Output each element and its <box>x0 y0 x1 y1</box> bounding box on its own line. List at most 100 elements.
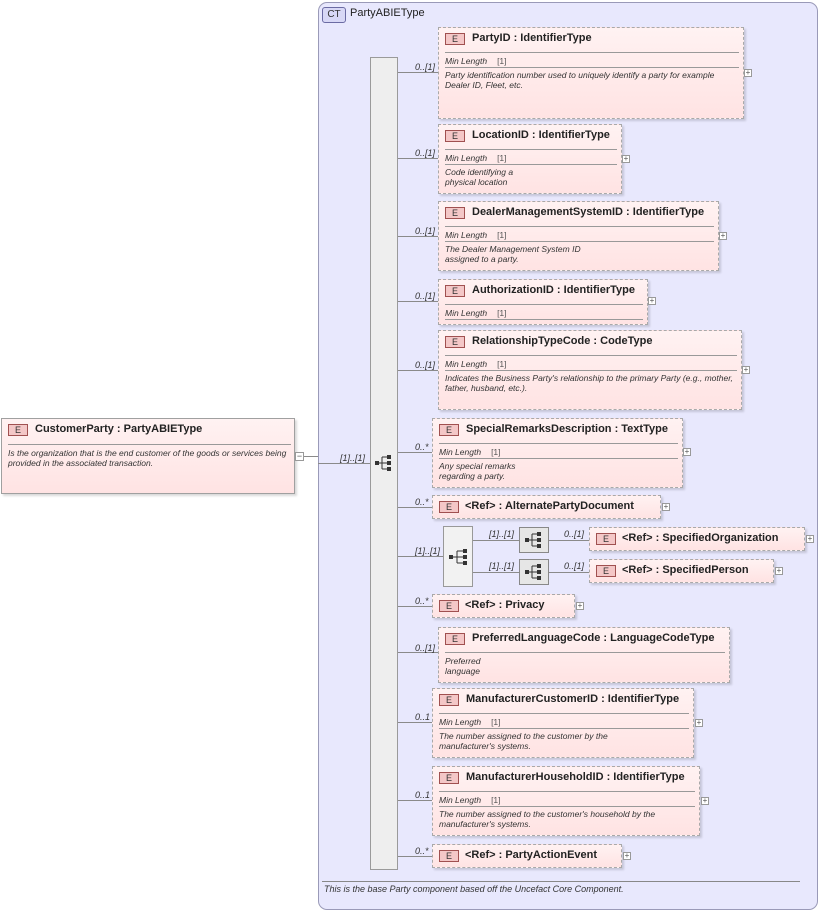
element-specified-organization[interactable]: E <Ref> : SpecifiedOrganization <box>589 527 805 551</box>
element-doc: The Dealer Management System ID assigned… <box>445 244 581 264</box>
multiplicity: 0..1 <box>415 790 431 800</box>
facet-min-length: Min Length[1] <box>445 359 507 369</box>
multiplicity: 0..* <box>415 596 429 606</box>
separator <box>445 241 714 242</box>
separator <box>445 304 643 305</box>
expand-icon[interactable]: + <box>744 68 752 77</box>
expand-icon[interactable]: + <box>622 154 630 163</box>
multiplicity: 0..* <box>415 497 429 507</box>
multiplicity: 0..* <box>415 442 429 452</box>
connector <box>398 301 438 302</box>
expand-icon[interactable]: + <box>683 447 691 456</box>
footer-divider <box>322 881 800 882</box>
expand-icon[interactable]: + <box>623 851 631 860</box>
expand-icon[interactable]: + <box>662 502 670 511</box>
choice-multiplicity: [1]..[1] <box>415 546 441 556</box>
expand-icon[interactable]: + <box>701 796 709 805</box>
connector <box>549 572 589 573</box>
collapse-icon[interactable]: − <box>295 451 304 461</box>
element-title: AuthorizationID : IdentifierType <box>472 284 635 296</box>
separator <box>445 370 737 371</box>
element-badge: E <box>445 207 465 219</box>
multiplicity: 0..[1] <box>415 291 436 301</box>
element-manufacturer-customer-id[interactable]: E ManufacturerCustomerID : IdentifierTyp… <box>432 688 694 758</box>
element-title: LocationID : IdentifierType <box>472 129 610 141</box>
separator <box>445 319 643 320</box>
element-location-id[interactable]: E LocationID : IdentifierType Min Length… <box>438 124 622 194</box>
sequence-glyph-icon <box>375 455 391 471</box>
multiplicity: 0..* <box>415 846 429 856</box>
root-multiplicity: [1]..[1] <box>340 453 366 463</box>
element-title: <Ref> : PartyActionEvent <box>465 849 598 861</box>
separator <box>439 791 695 792</box>
facet-min-length: Min Length[1] <box>439 717 501 727</box>
facet-min-length: Min Length[1] <box>445 153 507 163</box>
choice-glyph-icon <box>449 549 467 565</box>
element-title: ManufacturerCustomerID : IdentifierType <box>466 693 680 705</box>
connector <box>398 652 438 653</box>
facet-min-length: Min Length[1] <box>445 308 507 318</box>
element-relationship-type-code[interactable]: E RelationshipTypeCode : CodeType Min Le… <box>438 330 742 410</box>
connector <box>473 572 519 573</box>
connector <box>304 456 318 457</box>
element-dealer-management-system-id[interactable]: E DealerManagementSystemID : IdentifierT… <box>438 201 719 271</box>
expand-icon[interactable]: + <box>775 566 783 575</box>
expand-icon[interactable]: + <box>648 296 656 305</box>
sequence-glyph-icon <box>525 532 541 548</box>
element-alternate-party-document[interactable]: E <Ref> : AlternatePartyDocument <box>432 495 661 519</box>
connector <box>398 452 432 453</box>
branch-multiplicity: 0..[1] <box>564 529 585 539</box>
element-party-id[interactable]: E PartyID : IdentifierType Min Length[1]… <box>438 27 744 119</box>
multiplicity: 0..[1] <box>415 226 436 236</box>
expand-icon[interactable]: + <box>695 718 703 727</box>
branch-sequence <box>519 559 549 585</box>
element-doc: Is the organization that is the end cust… <box>8 448 287 468</box>
element-title: DealerManagementSystemID : IdentifierTyp… <box>472 206 705 218</box>
element-badge: E <box>445 633 465 645</box>
element-party-action-event[interactable]: E <Ref> : PartyActionEvent <box>432 844 622 868</box>
separator <box>439 443 678 444</box>
element-special-remarks-description[interactable]: E SpecialRemarksDescription : TextType M… <box>432 418 683 488</box>
separator <box>8 444 291 445</box>
connector <box>473 540 519 541</box>
element-doc: Code identifying a physical location <box>445 167 514 187</box>
expand-icon[interactable]: + <box>719 231 727 240</box>
element-badge: E <box>445 33 465 45</box>
element-title: <Ref> : AlternatePartyDocument <box>465 500 634 512</box>
element-title: <Ref> : SpecifiedPerson <box>622 564 749 576</box>
root-element-customer-party[interactable]: E CustomerParty : PartyABIEType Is the o… <box>1 418 295 494</box>
sequence-icon <box>372 451 396 475</box>
element-authorization-id[interactable]: E AuthorizationID : IdentifierType Min L… <box>438 279 648 325</box>
element-title: <Ref> : SpecifiedOrganization <box>622 532 779 544</box>
element-doc: Any special remarks regarding a party. <box>439 461 516 481</box>
complex-type-badge: CT <box>322 7 346 23</box>
element-doc: Indicates the Business Party's relations… <box>445 373 733 393</box>
element-doc: The number assigned to the customer's ho… <box>439 809 656 829</box>
facet-min-length: Min Length[1] <box>445 56 507 66</box>
connector <box>398 722 432 723</box>
branch-sequence <box>519 527 549 553</box>
connector <box>398 856 432 857</box>
expand-icon[interactable]: + <box>576 601 584 610</box>
element-privacy[interactable]: E <Ref> : Privacy <box>432 594 575 618</box>
branch-multiplicity: [1]..[1] <box>489 529 515 539</box>
element-badge: E <box>445 130 465 142</box>
element-specified-person[interactable]: E <Ref> : SpecifiedPerson <box>589 559 774 583</box>
separator <box>445 355 737 356</box>
branch-multiplicity: [1]..[1] <box>489 561 515 571</box>
element-title: SpecialRemarksDescription : TextType <box>466 423 668 435</box>
connector <box>398 236 438 237</box>
element-badge: E <box>8 424 28 436</box>
expand-icon[interactable]: + <box>806 534 814 543</box>
separator <box>439 458 678 459</box>
expand-icon[interactable]: + <box>742 365 750 374</box>
separator <box>445 52 739 53</box>
multiplicity: 0..[1] <box>415 360 436 370</box>
element-title: CustomerParty : PartyABIEType <box>35 423 203 435</box>
element-title: RelationshipTypeCode : CodeType <box>472 335 653 347</box>
facet-min-length: Min Length[1] <box>439 447 501 457</box>
element-preferred-language-code[interactable]: E PreferredLanguageCode : LanguageCodeTy… <box>438 627 730 683</box>
element-manufacturer-household-id[interactable]: E ManufacturerHouseholdID : IdentifierTy… <box>432 766 700 836</box>
element-badge: E <box>445 336 465 348</box>
element-doc: Party identification number used to uniq… <box>445 70 715 90</box>
